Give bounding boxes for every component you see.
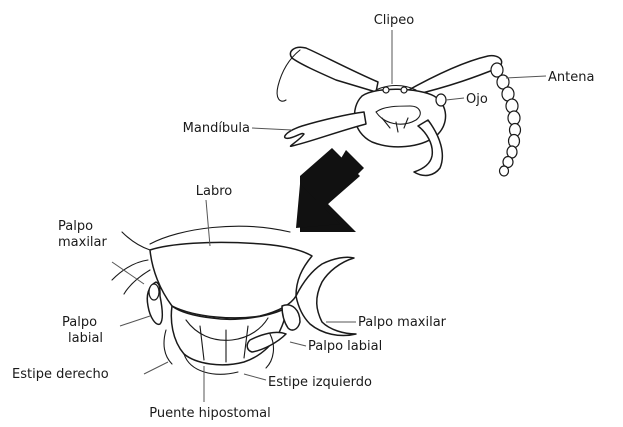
right-palp-segment	[282, 305, 300, 330]
left-mandible	[285, 112, 366, 146]
eye-shape	[436, 94, 446, 106]
label-clipeo: Clipeo	[374, 13, 415, 28]
right-maxillary-palp	[296, 257, 356, 335]
clypeus-dot-left	[383, 87, 389, 93]
head-outline-arc	[150, 226, 290, 244]
label-puente-hipostomal: Puente hipostomal	[149, 406, 270, 421]
right-antenna-base	[405, 56, 502, 96]
left-antenna-base	[290, 47, 378, 92]
label-ojo: Ojo	[466, 92, 488, 107]
zoom-arrow	[296, 148, 364, 232]
label-estipe-izquierdo: Estipe izquierdo	[268, 375, 372, 390]
label-labro: Labro	[196, 184, 233, 199]
insect-head-illustration	[277, 47, 520, 176]
right-antenna-segments	[491, 63, 521, 176]
label-palpo-maxilar-left-1: Palpo	[58, 219, 93, 234]
label-palpo-labial-left-1: Palpo	[62, 315, 97, 330]
clypeus-dot-right	[401, 87, 407, 93]
label-palpo-labial-left-2: labial	[68, 331, 103, 346]
label-antena: Antena	[548, 70, 594, 85]
left-maxillary-palp	[112, 232, 150, 294]
label-palpo-maxilar-right: Palpo maxilar	[358, 315, 447, 330]
label-palpo-labial-right: Palpo labial	[308, 339, 382, 354]
label-mandibula: Mandíbula	[183, 121, 250, 136]
label-palpo-maxilar-left-2: maxilar	[58, 235, 108, 250]
label-estipe-derecho: Estipe derecho	[12, 367, 109, 382]
